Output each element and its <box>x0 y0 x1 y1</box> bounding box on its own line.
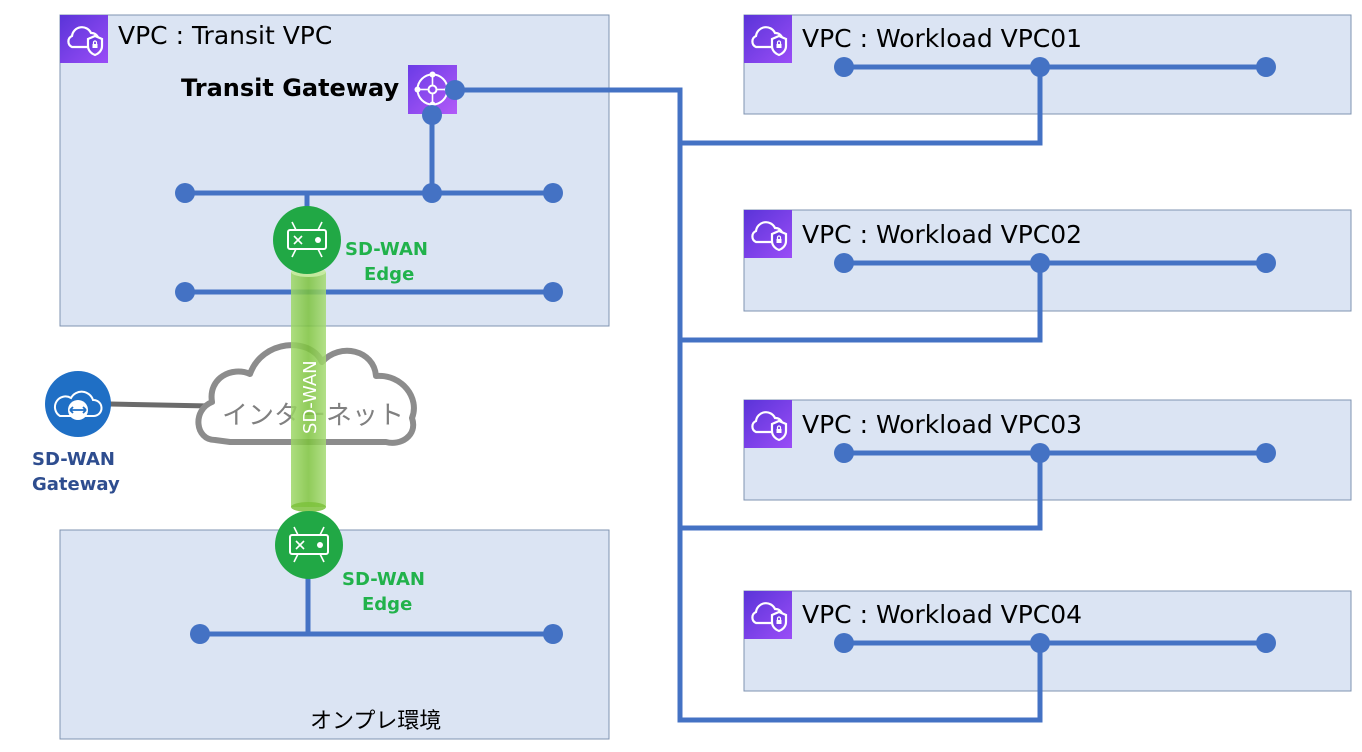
edge-top-label-line2: Edge <box>364 264 414 285</box>
edge-top-label-line1: SD-WAN <box>345 239 428 260</box>
transit-gateway-label: Transit Gateway <box>181 74 399 102</box>
vpc-cloud-shield-icon <box>742 589 794 641</box>
gateway-internet-link <box>109 401 211 409</box>
gateway-label-line1: SD-WAN <box>32 449 115 470</box>
gateway-label-line2: Gateway <box>32 474 120 495</box>
transit-vpc-wires <box>182 112 556 295</box>
sdwan-gateway-icon <box>45 371 111 437</box>
sdwan-edge-router-icon <box>273 206 341 274</box>
workload-vpc04-title: VPC : Workload VPC04 <box>802 600 1082 629</box>
endpoint-dots <box>175 57 1276 653</box>
workload-vpc02-title: VPC : Workload VPC02 <box>802 220 1082 249</box>
tunnel-label: SD-WAN <box>300 360 321 434</box>
vpc-cloud-shield-icon <box>742 398 794 450</box>
tgw-trunk-wires <box>452 64 1043 723</box>
transit-vpc-title: VPC : Transit VPC <box>118 21 332 50</box>
sdwan-tunnel <box>291 267 326 512</box>
vpc-cloud-shield-icon <box>742 208 794 260</box>
transit-vpc-box <box>59 14 610 327</box>
sdwan-edge-router-icon <box>275 511 343 579</box>
workload-subnet-wires <box>841 64 1269 646</box>
vpc-cloud-shield-icon <box>58 13 110 65</box>
workload-vpc03-title: VPC : Workload VPC03 <box>802 410 1082 439</box>
workload-vpc01-title: VPC : Workload VPC01 <box>802 24 1082 53</box>
vpc-cloud-shield-icon <box>742 13 794 65</box>
onprem-wires <box>197 567 556 637</box>
onprem-label: オンプレ環境 <box>310 709 441 734</box>
edge-bottom-label-line2: Edge <box>362 594 412 615</box>
edge-bottom-label-line1: SD-WAN <box>342 569 425 590</box>
